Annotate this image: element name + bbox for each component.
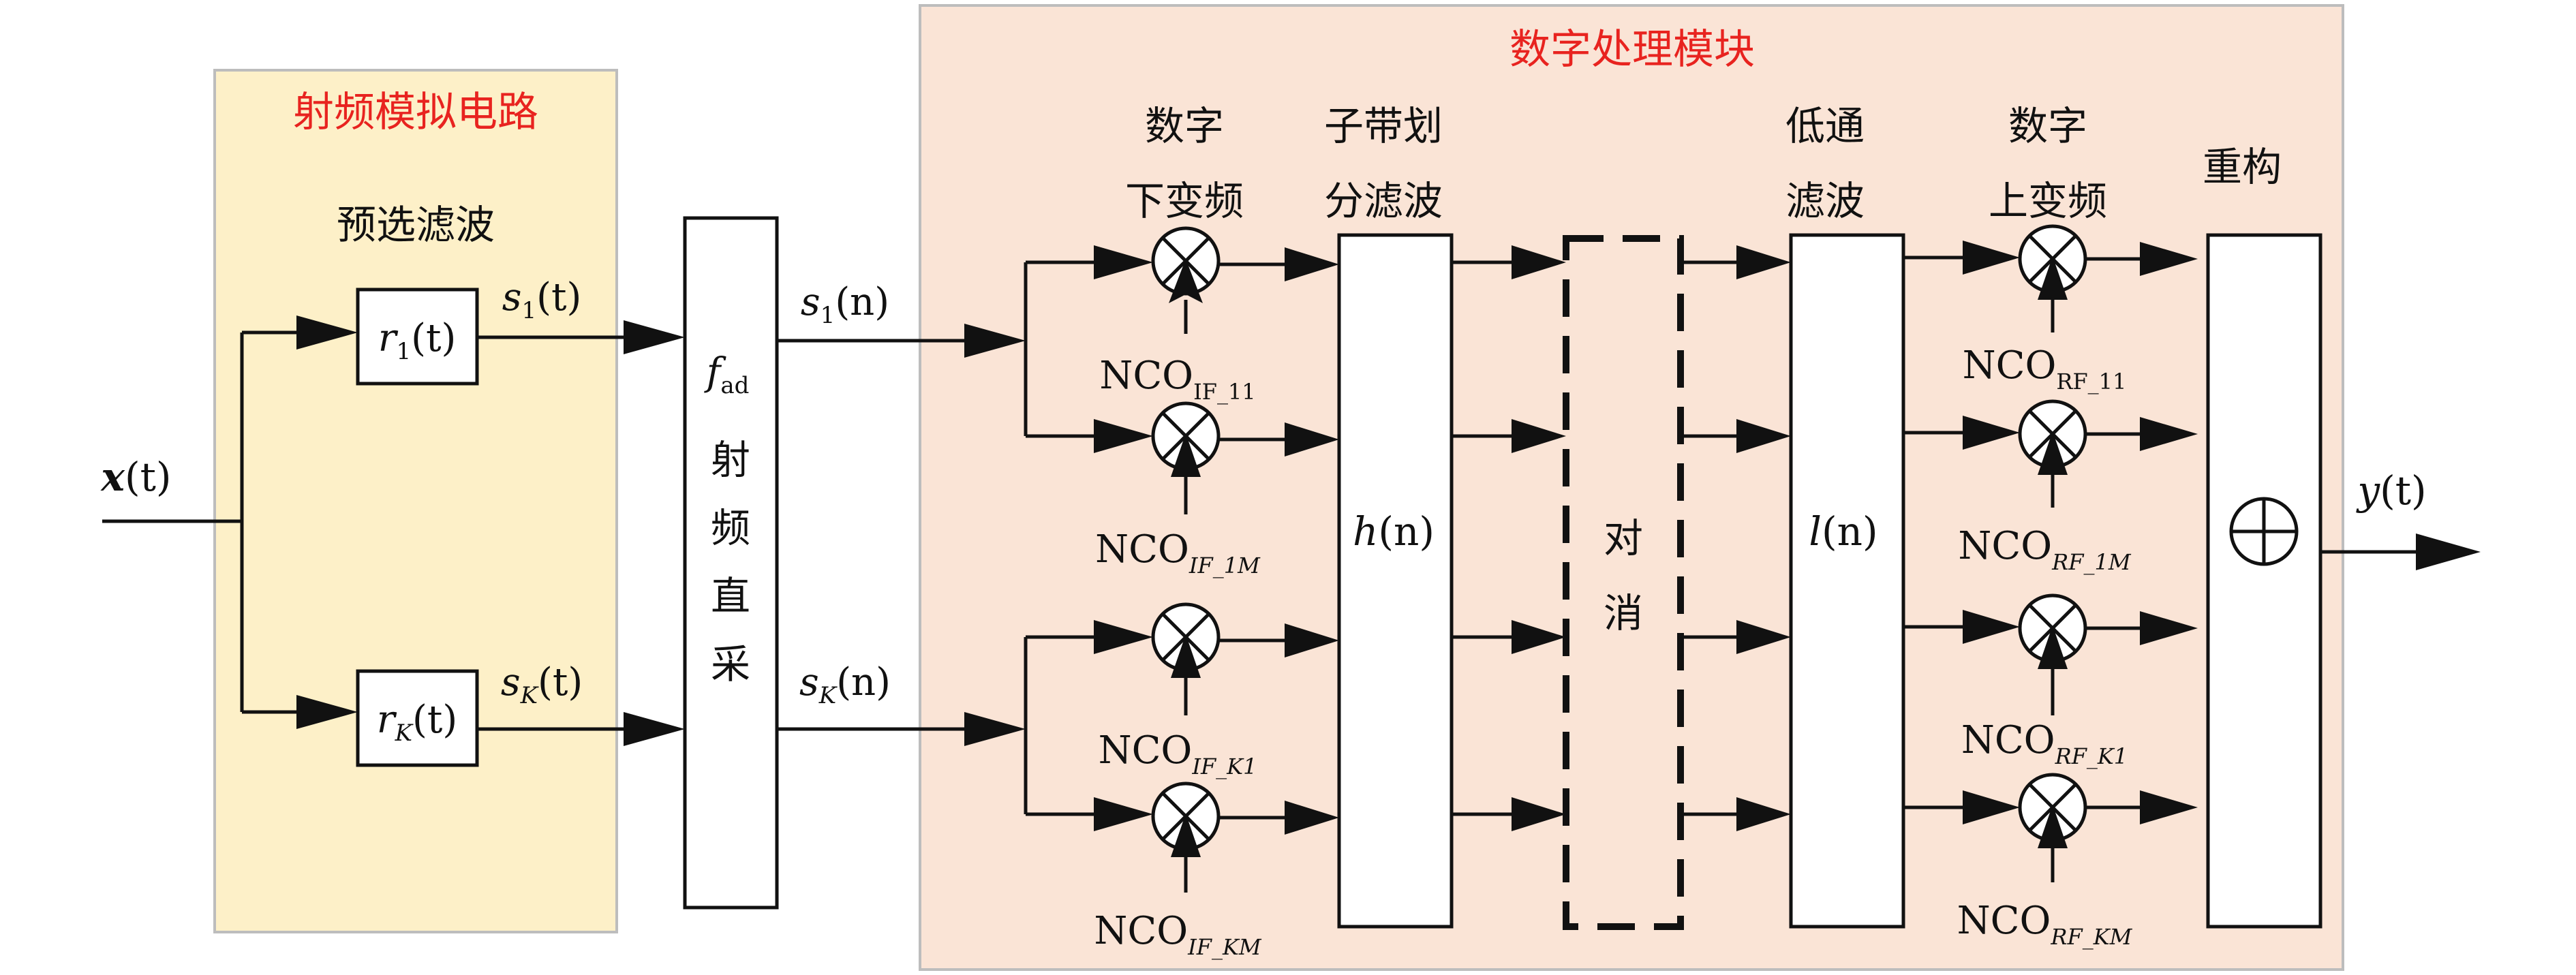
rf-region-title: 射频模拟电路 bbox=[293, 89, 538, 136]
lowpass-label-2: 滤波 bbox=[1785, 178, 1865, 224]
adc-char-1: 射 bbox=[711, 437, 750, 483]
nco-rf-1M-label: NCORF_1M bbox=[1958, 524, 2131, 575]
ln-label: l(n) bbox=[1809, 508, 1877, 555]
subband-label-1: 子带划 bbox=[1324, 103, 1443, 149]
nco-if-11-label: NCOIF_11 bbox=[1099, 354, 1255, 405]
hn-label: h(n) bbox=[1353, 508, 1435, 555]
downconv-label-2: 下变频 bbox=[1125, 178, 1244, 224]
sKt-label: sK(t) bbox=[501, 660, 583, 709]
subband-label-2: 分滤波 bbox=[1324, 178, 1443, 224]
input-signal-label: x(t) bbox=[99, 454, 171, 500]
recon-label: 重构 bbox=[2203, 144, 2282, 190]
upconv-label-2: 上变频 bbox=[1989, 178, 2107, 224]
downconv-label-1: 数字 bbox=[1145, 103, 1224, 149]
cancel-char-1: 对 bbox=[1604, 515, 1643, 561]
r1-label: r1(t) bbox=[378, 316, 457, 365]
arrowheads bbox=[296, 241, 2481, 857]
rK-filter bbox=[356, 669, 479, 767]
nco-rf-11-label: NCORF_11 bbox=[1963, 343, 2127, 394]
sKn-label: sK(n) bbox=[799, 660, 891, 709]
lowpass-label-1: 低通 bbox=[1785, 103, 1865, 149]
lowpass-filter-block bbox=[1789, 233, 1905, 929]
s1n-label: s1(n) bbox=[801, 280, 889, 329]
adc-char-3: 直 bbox=[711, 573, 750, 619]
upconv-label-1: 数字 bbox=[2008, 103, 2087, 149]
adc-char-4: 采 bbox=[711, 641, 750, 687]
rK-label: rK(t) bbox=[377, 698, 457, 747]
subband-filter-block bbox=[1337, 233, 1454, 929]
cancellation-block bbox=[1563, 235, 1684, 930]
nco-rf-K1-label: NCORF_K1 bbox=[1961, 718, 2128, 769]
reconstruction-block bbox=[2206, 233, 2322, 929]
s1t-label: s1(t) bbox=[502, 275, 582, 324]
output-signal-label: y(t) bbox=[2355, 467, 2426, 514]
rf-analog-region bbox=[213, 69, 618, 933]
nco-if-KM-label: NCOIF_KM bbox=[1094, 909, 1262, 960]
rf-direct-sampling-block bbox=[683, 216, 779, 910]
nco-rf-KM-label: NCORF_KM bbox=[1957, 899, 2133, 950]
adc-char-2: 频 bbox=[711, 505, 750, 551]
dsp-region-title: 数字处理模块 bbox=[1509, 26, 1755, 74]
nco-if-K1-label: NCOIF_K1 bbox=[1099, 728, 1257, 779]
cancel-char-2: 消 bbox=[1604, 590, 1643, 636]
sum-icon bbox=[2229, 497, 2299, 566]
preselect-label: 预选滤波 bbox=[337, 202, 495, 248]
r1-filter bbox=[356, 288, 479, 386]
nco-if-1M-label: NCOIF_1M bbox=[1095, 527, 1261, 578]
